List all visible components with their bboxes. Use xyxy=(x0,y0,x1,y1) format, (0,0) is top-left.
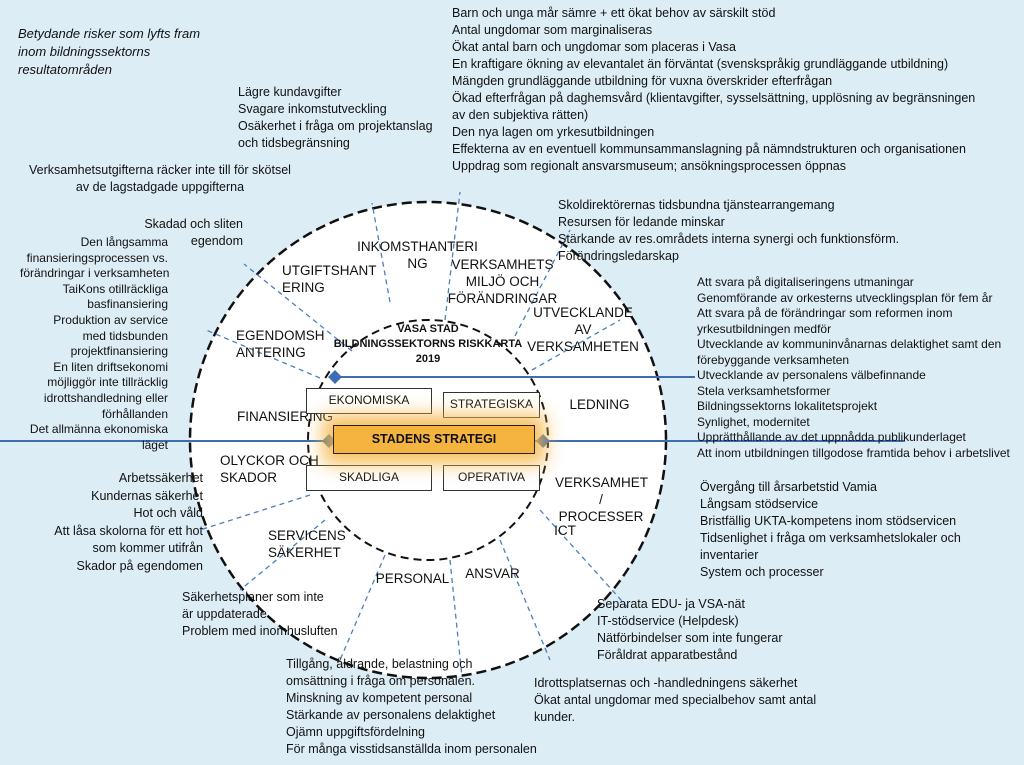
connector-marker xyxy=(328,370,342,384)
quadrant-skadliga: SKADLIGA xyxy=(306,465,432,491)
quadrant-operativa: OPERATIVA xyxy=(443,465,540,491)
risk-list-ledning: Att svara på digitaliseringens utmaninga… xyxy=(697,275,1010,460)
connector-marker xyxy=(536,434,550,448)
segment-verksamhet-processer: VERKSAMHET/PROCESSER xyxy=(555,475,649,524)
connector-marker xyxy=(322,434,336,448)
segment-ict: ICT xyxy=(554,523,576,538)
segment-ansvar: ANSVAR xyxy=(465,566,520,581)
segment-ledning: LEDNING xyxy=(569,397,630,412)
segment-dividers xyxy=(199,191,631,678)
segment-personal: PERSONAL xyxy=(375,571,450,586)
risk-list-miljo: Skoldirektörernas tidsbundna tjänstearra… xyxy=(558,198,900,263)
quadrant-ekonomiska: EKONOMISKA xyxy=(306,388,432,414)
quadrant-strategiska: STRATEGISKA xyxy=(443,392,540,418)
city-strategy-box: STADENS STRATEGI xyxy=(333,425,535,454)
risk-list-top: Barn och unga mår sämre + ett ökat behov… xyxy=(452,6,976,173)
risk-list-ansvar: Idrottsplatsernas och -handledningens sä… xyxy=(534,676,817,724)
risk-list-utgift: Verksamhetsutgifterna räcker inte till f… xyxy=(29,163,291,194)
